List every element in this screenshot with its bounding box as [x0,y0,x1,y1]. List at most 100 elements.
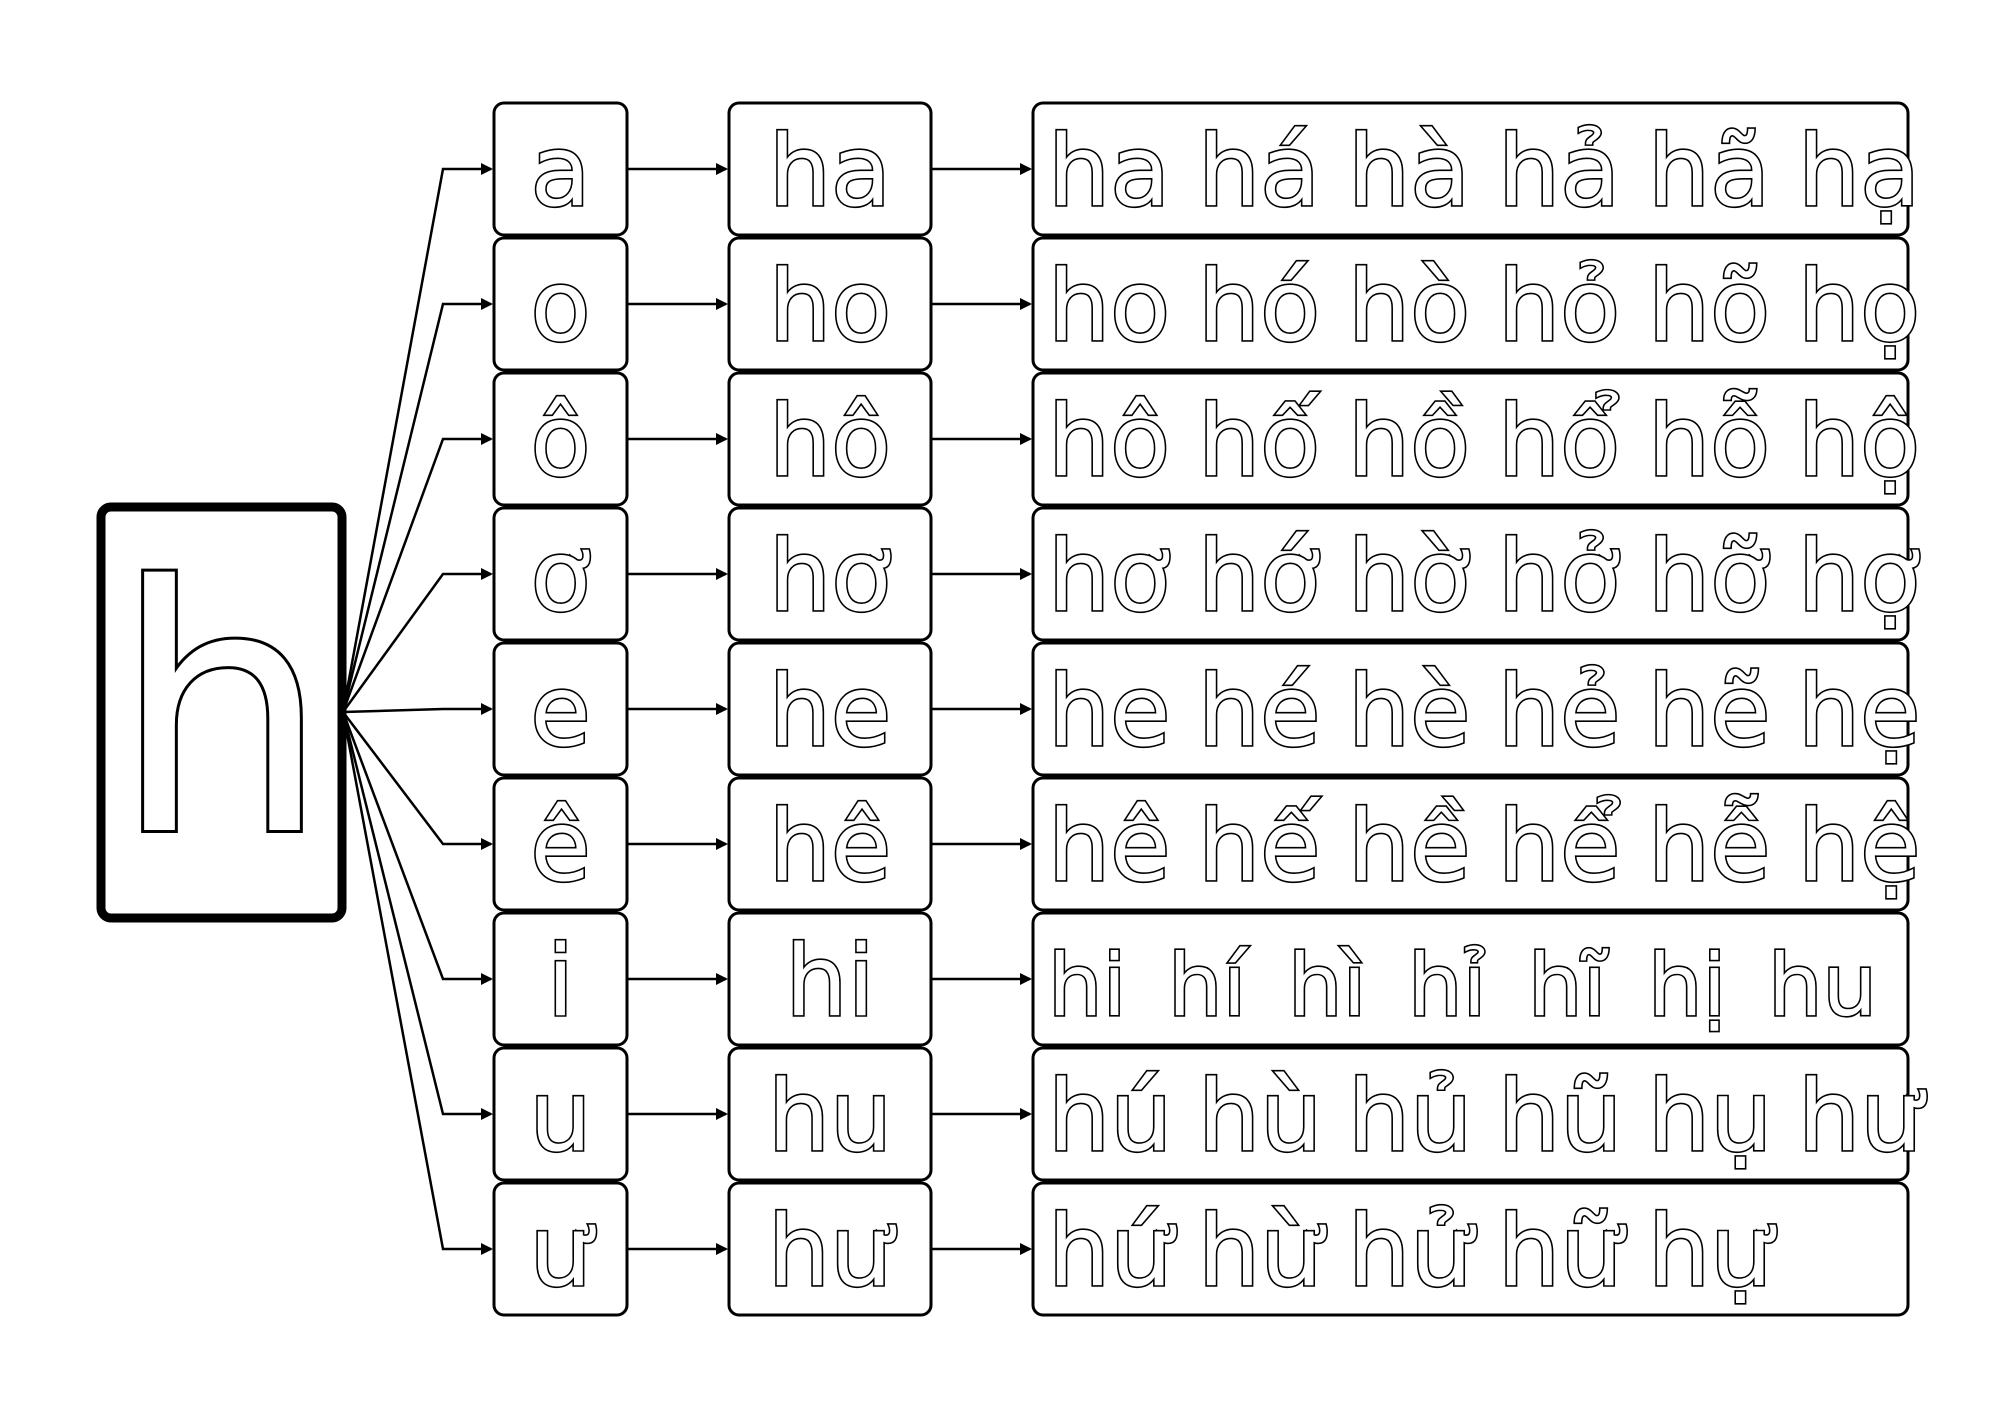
vowel-letter: i [547,925,574,1039]
tones-box [1031,236,1910,372]
tone-syllable: hờ [1348,520,1470,634]
tone-syllable: hè [1348,655,1470,769]
tone-syllable: hò [1348,250,1470,364]
connector-consonant-to-vowel [342,703,493,715]
tone-syllable: hộ [1798,385,1920,499]
tone-syllable: hự [1648,1195,1777,1309]
tones-box [1031,101,1910,237]
syllable-text: hư [768,1195,897,1309]
tone-syllable: hệ [1798,790,1920,904]
tone-syllable: ha [1048,115,1170,229]
tone-syllable: hừ [1198,1195,1327,1309]
tone-syllable: hỗ [1648,385,1770,499]
tone-syllable: hũ [1498,1060,1622,1174]
tone-syllable: hẽ [1648,655,1770,769]
syllable-text: hê [769,790,891,904]
vowel-letter: ê [530,790,590,904]
tone-syllable: hạ [1798,115,1920,229]
connector-consonant-to-vowel [342,711,493,850]
connector-consonant-to-vowel [341,711,493,1120]
syllable-text: hi [785,925,874,1039]
tone-syllable: ho [1048,250,1170,364]
tones-box [1031,1181,1910,1317]
tones-box [1031,1046,1910,1182]
tone-syllable: hõ [1648,250,1770,364]
tone-syllable: họ [1798,250,1920,364]
vowel-letter: u [529,1060,591,1174]
vowel-letter: ô [531,385,591,499]
vowel-letter: ư [529,1195,596,1309]
tone-syllable: hề [1348,790,1470,904]
tone-syllable: há [1198,115,1320,229]
syllable-text: ho [769,250,891,364]
tone-syllable: hớ [1198,520,1320,634]
tone-syllable: hê [1048,790,1170,904]
tone-syllable: he [1048,655,1170,769]
consonant-letter: h [113,515,329,911]
vowel-letter: e [530,655,590,769]
tone-syllable: hư [1798,1060,1927,1174]
tone-syllable: hỏ [1498,250,1620,364]
tone-syllable: hứ [1048,1195,1177,1309]
connector-consonant-to-vowel [341,433,493,713]
tones-box [1031,641,1910,777]
tone-syllable: hó [1198,250,1320,364]
connector-consonant-to-vowel [341,711,493,1255]
connector-consonant-to-vowel [341,711,493,985]
tone-syllable: hụ [1648,1060,1772,1174]
tone-syllable: hế [1198,790,1321,904]
tone-syllable: hữ [1498,1195,1627,1309]
tone-syllable: hỡ [1648,520,1770,634]
syllable-text: hu [768,1060,892,1174]
syllable-text: hơ [769,520,891,634]
tone-syllable: hô [1048,385,1170,499]
tone-syllable: hẻ [1498,655,1620,769]
tone-syllable: hã [1648,115,1770,229]
connectors [341,163,493,1255]
tones-box [1031,911,1910,1047]
tone-syllable: hở [1498,520,1620,634]
syllable-text: hô [769,385,891,499]
connector-consonant-to-vowel [341,298,493,713]
tone-syllable: hĩ [1528,936,1609,1036]
tone-syllable: hồ [1348,385,1470,499]
tone-syllable: hố [1198,385,1320,499]
syllable-text: he [769,655,891,769]
tone-syllable: hi [1048,936,1126,1036]
tone-syllable: hẹ [1798,655,1920,769]
vowel-letter: ơ [531,520,591,634]
vowel-letter: o [531,250,591,364]
tones-box [1031,506,1910,642]
syllable-text: ha [769,115,891,229]
tone-syllable: hơ [1048,520,1170,634]
tone-syllable: hị [1648,936,1726,1036]
tones-box [1031,776,1910,912]
tone-syllable: hổ [1498,385,1620,499]
tone-syllable: hể [1498,790,1620,904]
tone-syllable: hễ [1648,790,1770,904]
tone-syllable: hà [1348,115,1470,229]
tone-syllable: hú [1048,1060,1172,1174]
consonant-box: h [96,502,347,923]
tone-syllable: hợ [1798,520,1920,634]
vowel-letter: a [530,115,590,229]
tone-syllable: hé [1198,655,1320,769]
tone-syllable: hù [1198,1060,1322,1174]
tone-syllable: hử [1348,1195,1477,1309]
tone-syllable: hu [1768,936,1877,1036]
tone-syllable: hì [1288,936,1366,1036]
tone-syllable: hủ [1348,1060,1472,1174]
tone-syllable: hí [1168,936,1250,1036]
connector-consonant-to-vowel [341,568,493,713]
connector-consonant-to-vowel [341,163,493,713]
